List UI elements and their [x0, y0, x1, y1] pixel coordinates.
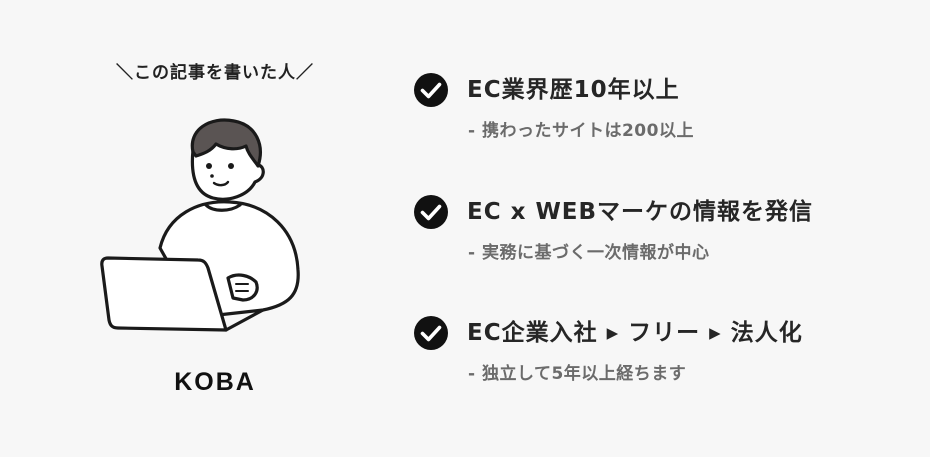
check-circle-icon	[414, 195, 448, 229]
author-name: KOBA	[174, 368, 256, 396]
check-circle-icon	[414, 73, 448, 107]
feature-subtitle: - 独立して5年以上経ちます	[468, 364, 687, 384]
author-caption: ＼この記事を書いた人／	[116, 63, 314, 83]
feature-title: EC企業入社 ▸ フリー ▸ 法人化	[467, 320, 803, 346]
feature-subtitle: - 携わったサイトは200以上	[468, 121, 694, 141]
feature-title: EC業界歴10年以上	[467, 77, 680, 103]
person-with-laptop-illustration	[100, 118, 300, 332]
feature-title: EC x WEBマーケの情報を発信	[467, 199, 814, 225]
check-circle-icon	[414, 316, 448, 350]
feature-subtitle: - 実務に基づく一次情報が中心	[468, 243, 710, 263]
feature-list: EC業界歴10年以上 - 携わったサイトは200以上 EC x WEBマーケの情…	[413, 0, 913, 457]
author-panel: ＼この記事を書いた人／ KOBA	[90, 0, 340, 457]
